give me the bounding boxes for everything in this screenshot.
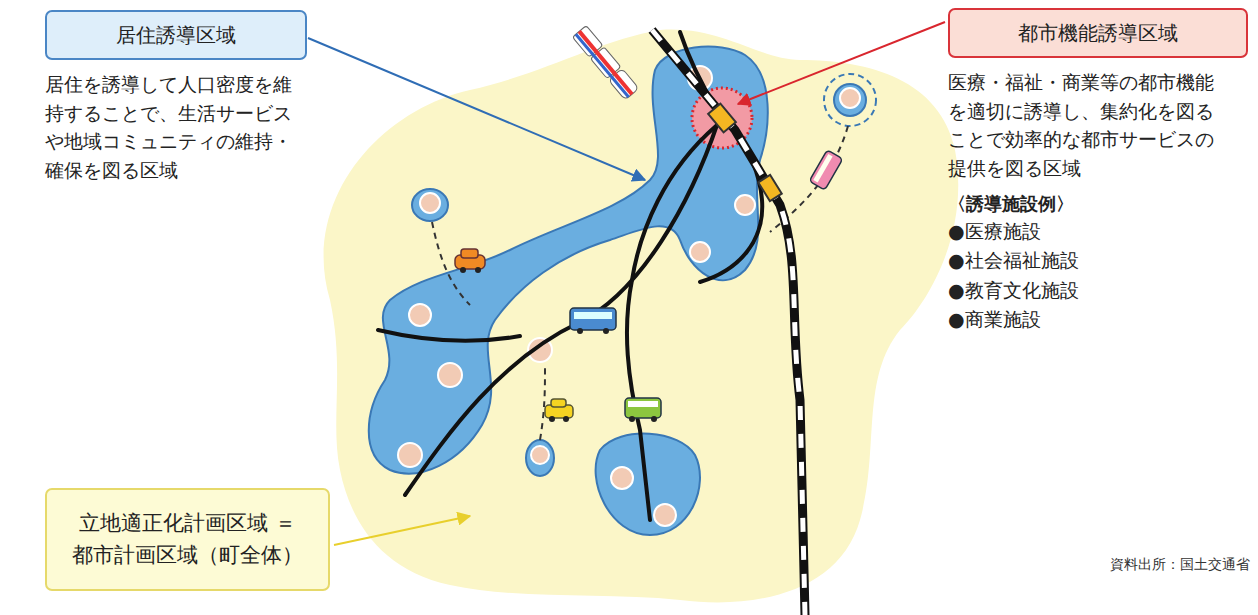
station — [758, 175, 782, 201]
leader-arrow — [334, 516, 470, 545]
area-box: 立地適正化計画区域 ＝都市計画区域（町全体） — [45, 488, 330, 591]
heading-box: 居住誘導区域 — [45, 10, 307, 60]
dashed-ring — [824, 74, 876, 126]
car — [455, 249, 485, 273]
leader-arrow — [308, 38, 645, 180]
railway-dash — [652, 30, 805, 615]
description: 医療・福祉・商業等の都市機能を適切に誘導し、集約化を図ることで効率的な都市サービ… — [948, 68, 1228, 182]
leader-arrow — [738, 22, 945, 104]
bus — [625, 398, 661, 422]
list-item: ●社会福祉施設 — [948, 246, 1228, 275]
railway — [652, 30, 805, 615]
list-item: ●医療施設 — [948, 217, 1228, 246]
subheading: 〈誘導施設例〉 — [948, 190, 1228, 217]
feeder-line — [432, 126, 848, 440]
road — [378, 32, 762, 520]
callout-box: 居住誘導区域居住を誘導して人口密度を維持することで、生活サービスや地域コミュニテ… — [45, 10, 310, 184]
taxi — [545, 399, 573, 422]
bus — [570, 308, 616, 334]
source-note: 資料出所：国土交通省 — [1110, 556, 1250, 574]
description: 居住を誘導して人口密度を維持することで、生活サービスや地域コミュニティの維持・確… — [45, 70, 300, 184]
heading: 居住誘導区域 — [55, 22, 297, 48]
heading: 都市機能誘導区域 — [958, 20, 1238, 46]
list-item: ●商業施設 — [948, 305, 1228, 334]
bus — [809, 150, 843, 190]
planning-area — [324, 30, 959, 603]
station — [708, 104, 736, 133]
heading-box: 都市機能誘導区域 — [948, 8, 1248, 58]
area-frame: 立地適正化計画区域 ＝都市計画区域（町全体） — [45, 488, 330, 591]
callout-box: 都市機能誘導区域医療・福祉・商業等の都市機能を適切に誘導し、集約化を図ることで効… — [948, 8, 1250, 335]
heading: 立地適正化計画区域 ＝都市計画区域（町全体） — [61, 508, 314, 571]
list-item: ●教育文化施設 — [948, 276, 1228, 305]
train — [572, 26, 638, 100]
